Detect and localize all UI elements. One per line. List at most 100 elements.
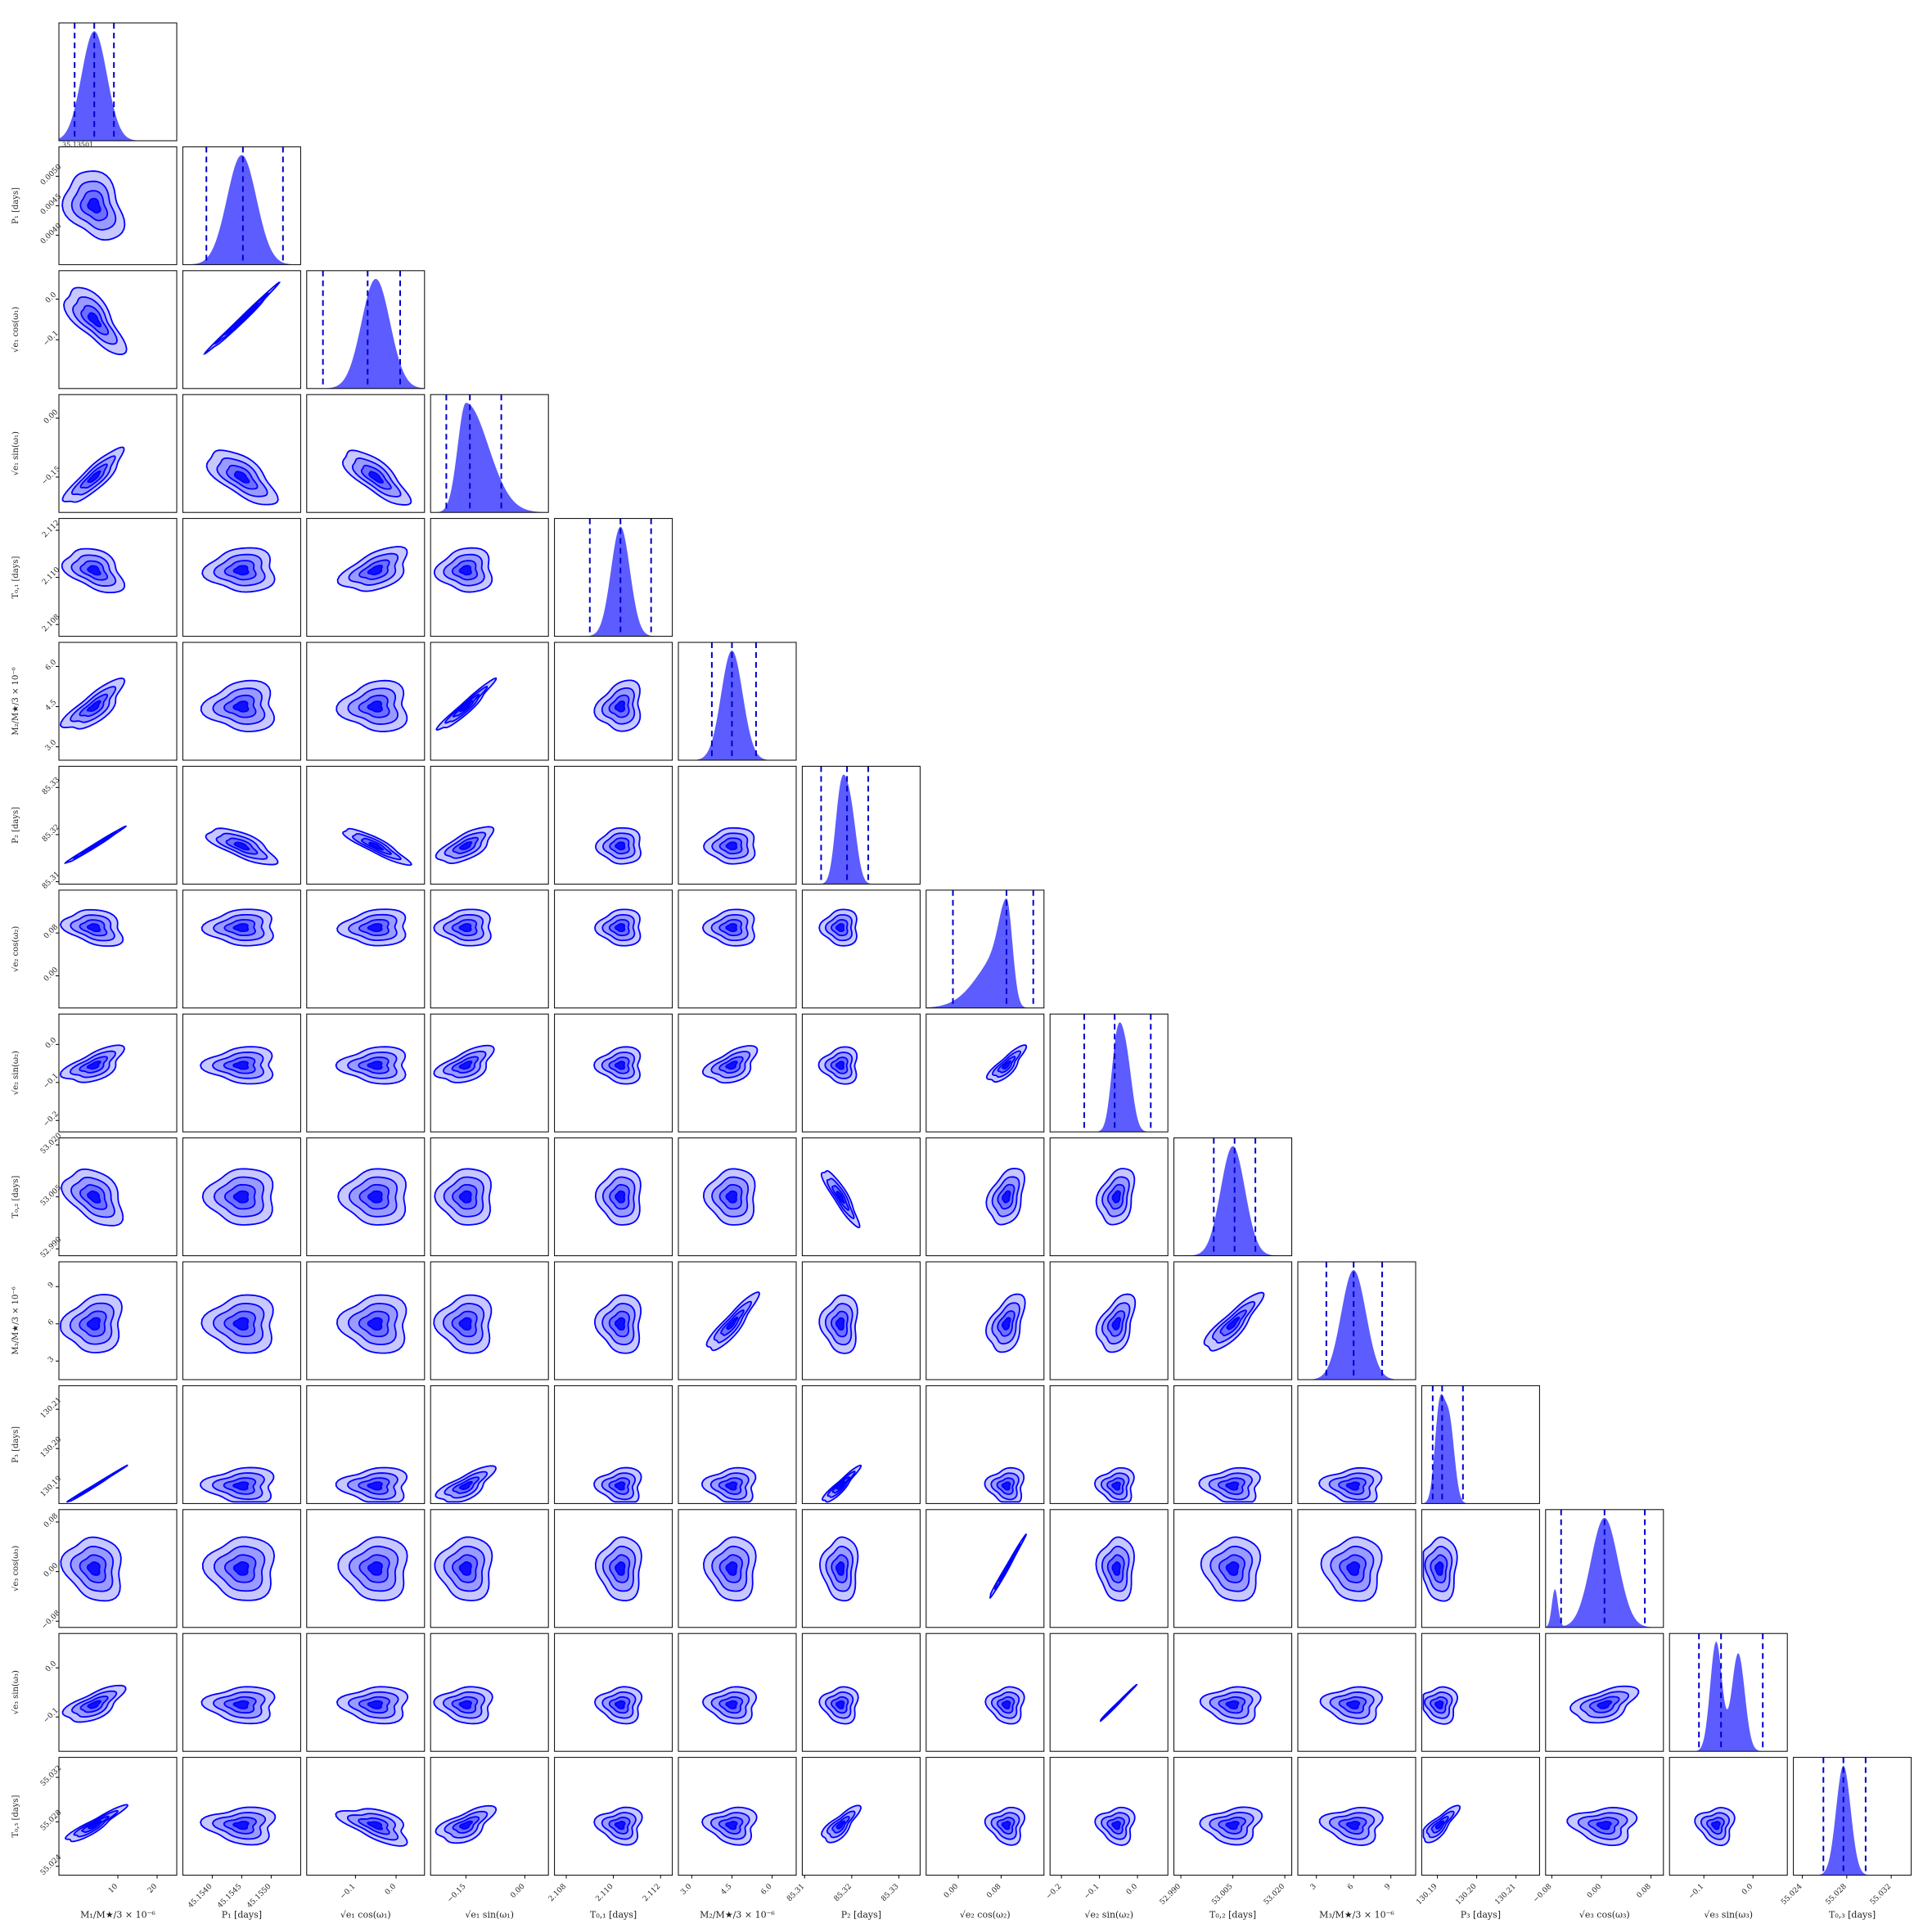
contour-panel-m1-p3 <box>58 1385 178 1504</box>
panel-frame <box>1049 1757 1169 1876</box>
panel-frame <box>306 394 426 513</box>
y-axis-label-es1: √e₁ sin(ω₁) <box>11 431 20 475</box>
contour-panel-p2-ec2 <box>801 889 921 1009</box>
panel-frame <box>430 518 549 637</box>
panel-frame <box>1049 1137 1169 1257</box>
panel-frame <box>306 1757 426 1876</box>
panel-frame <box>430 765 549 885</box>
x-tick-label-ec3-0: −0.08 <box>1532 1882 1554 1904</box>
contour-panel-t01-p3 <box>554 1385 673 1504</box>
contour-level-4 <box>1111 1190 1121 1204</box>
diag-frame-ec1 <box>306 270 426 390</box>
contour-level-4 <box>86 923 101 933</box>
panel-frame <box>554 765 673 885</box>
histogram-t02 <box>1173 1146 1292 1256</box>
y-tick-label-m3-1: 6 <box>47 1318 56 1327</box>
contour-panel-m1-ec2 <box>58 889 178 1009</box>
contour-panel-p1-t01 <box>182 518 301 637</box>
x-tick-label-m3-2: 9 <box>1384 1882 1393 1891</box>
contour-level-4 <box>1002 1060 1011 1070</box>
contour-panel-ec2-es3 <box>925 1633 1045 1752</box>
contour-panel-ec1-ec3 <box>306 1509 426 1628</box>
panel-frame <box>430 889 549 1009</box>
panel-frame <box>430 1137 549 1257</box>
histogram-es2 <box>1050 1022 1169 1133</box>
x-tick-label-ec3-2: 0.08 <box>1636 1882 1653 1899</box>
contour-panel-m2-m3 <box>678 1261 797 1380</box>
contour-level-4 <box>835 1191 845 1205</box>
x-tick-label-es2-2: 0.0 <box>1125 1882 1139 1896</box>
x-tick-label-t01-1: 2.110 <box>594 1882 615 1903</box>
diag-frame-m1 <box>58 22 178 142</box>
contour-level-4 <box>1345 1821 1361 1831</box>
contour-panel-es2-t03 <box>1049 1757 1169 1876</box>
panel-frame <box>1545 1757 1664 1876</box>
panel-frame <box>58 1509 178 1628</box>
x-tick-label-es3-1: 0.0 <box>1741 1882 1754 1896</box>
contour-panel-ec1-m2 <box>306 642 426 761</box>
x-tick-label-es1-0: −0.15 <box>446 1882 468 1904</box>
contour-level-4 <box>835 1561 845 1576</box>
y-tick-label-t02-1: 53.005 <box>39 1183 64 1208</box>
x-tick-label-t03-1: 55.028 <box>1825 1882 1849 1907</box>
contour-level-4 <box>1434 1561 1444 1576</box>
panel-frame <box>1297 1509 1416 1628</box>
contour-level-4 <box>1225 1700 1240 1709</box>
y-axis-label-es2: √e₂ sin(ω₂) <box>11 1051 20 1095</box>
contour-level-4 <box>232 700 250 713</box>
panel-frame <box>1297 1385 1416 1504</box>
panel-frame <box>306 642 426 761</box>
contour-level-4 <box>458 700 473 713</box>
x-axis-label-es2: √e₂ sin(ω₂) <box>1084 1910 1133 1921</box>
histogram-m2 <box>678 651 796 760</box>
x-axis-label-p1: P₁ [days] <box>222 1910 262 1921</box>
diag-panel-t01 <box>554 518 673 637</box>
x-axis-label-m3: M₃/M★/3 × 10⁻⁶ <box>1319 1910 1394 1921</box>
contour-panel-es1-m3 <box>430 1261 549 1380</box>
contour-level-4 <box>614 1061 626 1070</box>
contour-level-4 <box>87 1820 102 1830</box>
contour-level-4 <box>725 1190 738 1204</box>
contour-level-4 <box>614 700 626 713</box>
contour-panel-m2-ec2 <box>678 889 797 1009</box>
contour-panel-t02-p3 <box>1173 1385 1293 1504</box>
panel-frame <box>925 1509 1045 1628</box>
contour-level-4 <box>615 1190 626 1204</box>
y-tick-label-t03-1: 55.028 <box>39 1808 64 1833</box>
panel-frame <box>554 1261 673 1380</box>
contour-level-4 <box>368 841 385 851</box>
diag-panel-es3 <box>1669 1633 1788 1752</box>
contour-level-4 <box>1225 1481 1240 1491</box>
contour-level-4 <box>725 1561 738 1576</box>
diag-panel-es2 <box>1049 1013 1169 1133</box>
contour-panel-p3-ec3 <box>1421 1509 1540 1628</box>
diag-panel-t03 <box>1793 1757 1912 1876</box>
x-tick-label-m3-0: 3 <box>1309 1882 1318 1891</box>
contour-panel-ec2-ec3 <box>925 1509 1045 1628</box>
contour-panel-ec1-es3 <box>306 1633 426 1752</box>
diag-panel-t02 <box>1173 1137 1293 1257</box>
contour-level-4 <box>835 1317 845 1331</box>
y-axis-label-t01: T₀,₁ [days] <box>11 556 20 599</box>
contour-panel-m3-ec3 <box>1297 1509 1416 1628</box>
contour-panel-es1-m2 <box>430 642 549 761</box>
contour-panel-m1-es3 <box>58 1633 178 1752</box>
contour-level-4 <box>87 1190 101 1204</box>
panel-frame <box>182 1633 301 1752</box>
x-axis-label-ec1: √e₁ cos(ω₁) <box>340 1910 391 1921</box>
histogram-es1 <box>430 403 549 513</box>
panel-frame <box>801 1385 921 1504</box>
contour-panel-m2-ec3 <box>678 1509 797 1628</box>
histogram-p1 <box>182 155 301 265</box>
panel-frame <box>678 1509 797 1628</box>
contour-level-4 <box>87 565 101 576</box>
panel-frame <box>58 1633 178 1752</box>
panel-frame <box>58 394 178 513</box>
x-tick-label-es1-1: 0.00 <box>509 1882 526 1899</box>
contour-panel-m2-p3 <box>678 1385 797 1504</box>
contour-level-4 <box>87 840 102 851</box>
diag-frame-es2 <box>1049 1013 1169 1133</box>
histogram-p2 <box>802 774 921 885</box>
x-axis-label-es3: √e₃ sin(ω₃) <box>1704 1910 1753 1921</box>
